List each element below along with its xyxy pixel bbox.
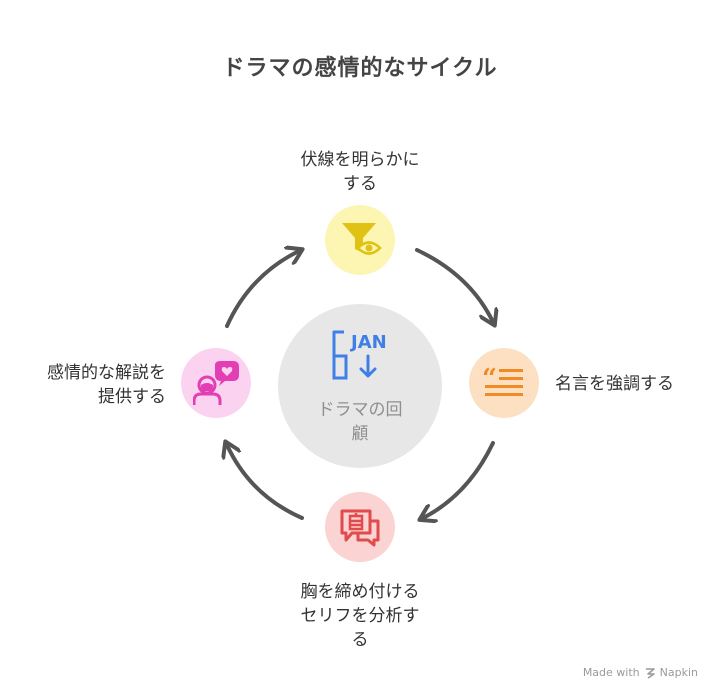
- made-with-napkin: Made with Napkin: [583, 666, 698, 679]
- arrow-left-to-top: [225, 251, 299, 328]
- node-analyze-lines: [325, 492, 395, 562]
- label-emphasize-quotes: 名言を強調する: [555, 374, 674, 394]
- filter-eye-icon: [342, 223, 382, 255]
- made-with-text: Made with: [582, 666, 640, 679]
- diagram-title: ドラマの感情的なサイクル: [222, 56, 498, 81]
- napkin-brand: Napkin: [659, 666, 698, 679]
- arrow-bottom-to-left: [227, 445, 304, 520]
- napkin-logo-icon: [645, 667, 655, 679]
- node-emphasize-quotes: “: [469, 348, 539, 418]
- quote-lines-icon: “: [482, 365, 523, 396]
- speech-document-icon: [340, 509, 380, 547]
- arrow-top-to-right: [415, 248, 493, 322]
- arrow-right-to-bottom: [423, 441, 495, 518]
- label-emotional-commentary: 感情的な解説を 提供する: [47, 363, 166, 407]
- svg-text:“: “: [482, 365, 497, 394]
- person-heart-chat-icon: [193, 361, 239, 405]
- node-emotional-commentary: [181, 348, 251, 418]
- label-analyze-lines: 胸を締め付ける セリフを分析す る: [300, 582, 420, 650]
- center-hub: JAN ドラマの回 顧: [278, 304, 442, 468]
- label-reveal-foreshadowing: 伏線を明らかに する: [300, 150, 420, 194]
- calendar-jan-download-icon: JAN: [332, 330, 387, 380]
- node-reveal-foreshadowing: [325, 205, 395, 275]
- center-label: ドラマの回 顧: [317, 400, 403, 444]
- svg-text:JAN: JAN: [349, 332, 387, 353]
